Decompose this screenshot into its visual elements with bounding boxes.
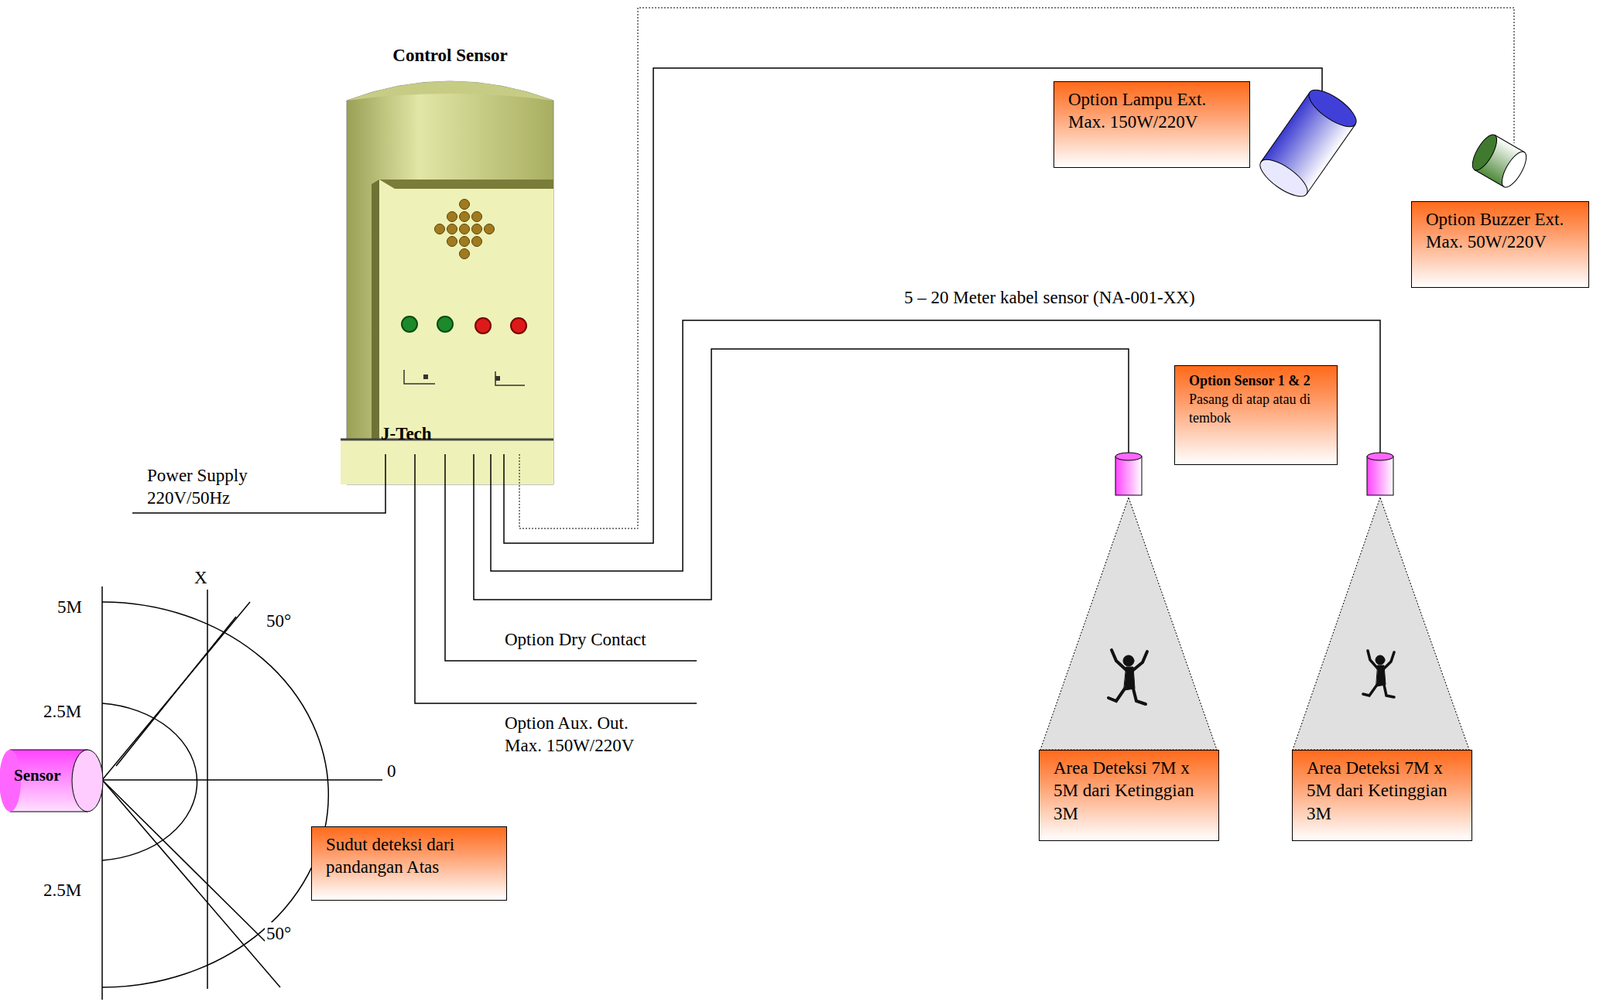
speaker-dot	[447, 212, 458, 223]
device-node: Control SensorJ-Tech	[346, 44, 554, 456]
text-label: 5 – 20 Meter kabel sensor (NA-001-XX)	[902, 286, 1197, 309]
box-text: Area Deteksi 7M x 5M dari Ketinggian 3M	[1306, 757, 1461, 826]
option-box: Option Sensor 1 & 2Pasang di atap atau d…	[1174, 365, 1338, 466]
option-box: Area Deteksi 7M x 5M dari Ketinggian 3M	[1038, 750, 1220, 842]
speaker-dot	[472, 212, 483, 223]
text-label: 2.5M	[41, 700, 83, 723]
box-text: Option Sensor 1 & 2	[1188, 372, 1326, 391]
detection-cones	[1040, 497, 1470, 751]
text-label: Option Dry Contact	[503, 628, 648, 651]
option-box: Option Lampu Ext. Max. 150W/220V	[1053, 81, 1251, 168]
text-label: 50°	[264, 609, 293, 633]
text-label: 5M	[55, 596, 84, 619]
speaker-dot	[459, 224, 470, 235]
wires	[132, 7, 1515, 704]
box-body: Pasang di atap atau di tembok	[1188, 390, 1326, 429]
speaker-dot	[459, 199, 470, 210]
speaker-dot	[447, 224, 458, 235]
detection-angle-plot	[102, 586, 383, 1001]
text-label: Option Aux. Out. Max. 150W/220V	[503, 712, 642, 758]
lamp-cylinder	[1254, 83, 1362, 203]
person-figures	[1108, 650, 1395, 705]
text-label: X	[192, 566, 209, 590]
option-box: Option Buzzer Ext. Max. 50W/220V	[1411, 201, 1590, 288]
sensor-node: Sensor	[10, 766, 88, 795]
speaker-dot	[472, 224, 483, 235]
speaker-dot	[484, 224, 495, 235]
text-label: 2.5M	[41, 879, 83, 902]
speaker-dot	[472, 236, 483, 247]
speaker-dot	[447, 236, 458, 247]
box-text: Option Lampu Ext. Max. 150W/220V	[1068, 88, 1239, 134]
speaker-dot	[459, 236, 470, 247]
box-text: Sensor	[10, 766, 88, 786]
box-text: Area Deteksi 7M x 5M dari Ketinggian 3M	[1053, 757, 1208, 826]
plot-sensor	[0, 750, 103, 812]
option-box: Sudut deteksi dari pandangan Atas	[311, 826, 508, 902]
speaker-dot	[435, 224, 446, 235]
indicator-leds	[401, 316, 527, 386]
speaker-dots	[435, 199, 495, 260]
option-box: Area Deteksi 7M x 5M dari Ketinggian 3M	[1291, 750, 1473, 842]
text-label: Power Supply 220V/50Hz	[145, 464, 265, 511]
buzzer-cylinder	[1467, 130, 1531, 191]
text-label: 50°	[264, 922, 293, 946]
box-text: Control Sensor	[346, 44, 554, 67]
speaker-dot	[459, 249, 470, 260]
control-device	[340, 81, 554, 485]
box-text: Sudut deteksi dari pandangan Atas	[325, 833, 496, 880]
text-label: 0	[385, 760, 398, 783]
box-text: Option Buzzer Ext. Max. 50W/220V	[1425, 208, 1578, 254]
box-body: J-Tech	[380, 424, 432, 445]
speaker-dot	[459, 212, 470, 223]
